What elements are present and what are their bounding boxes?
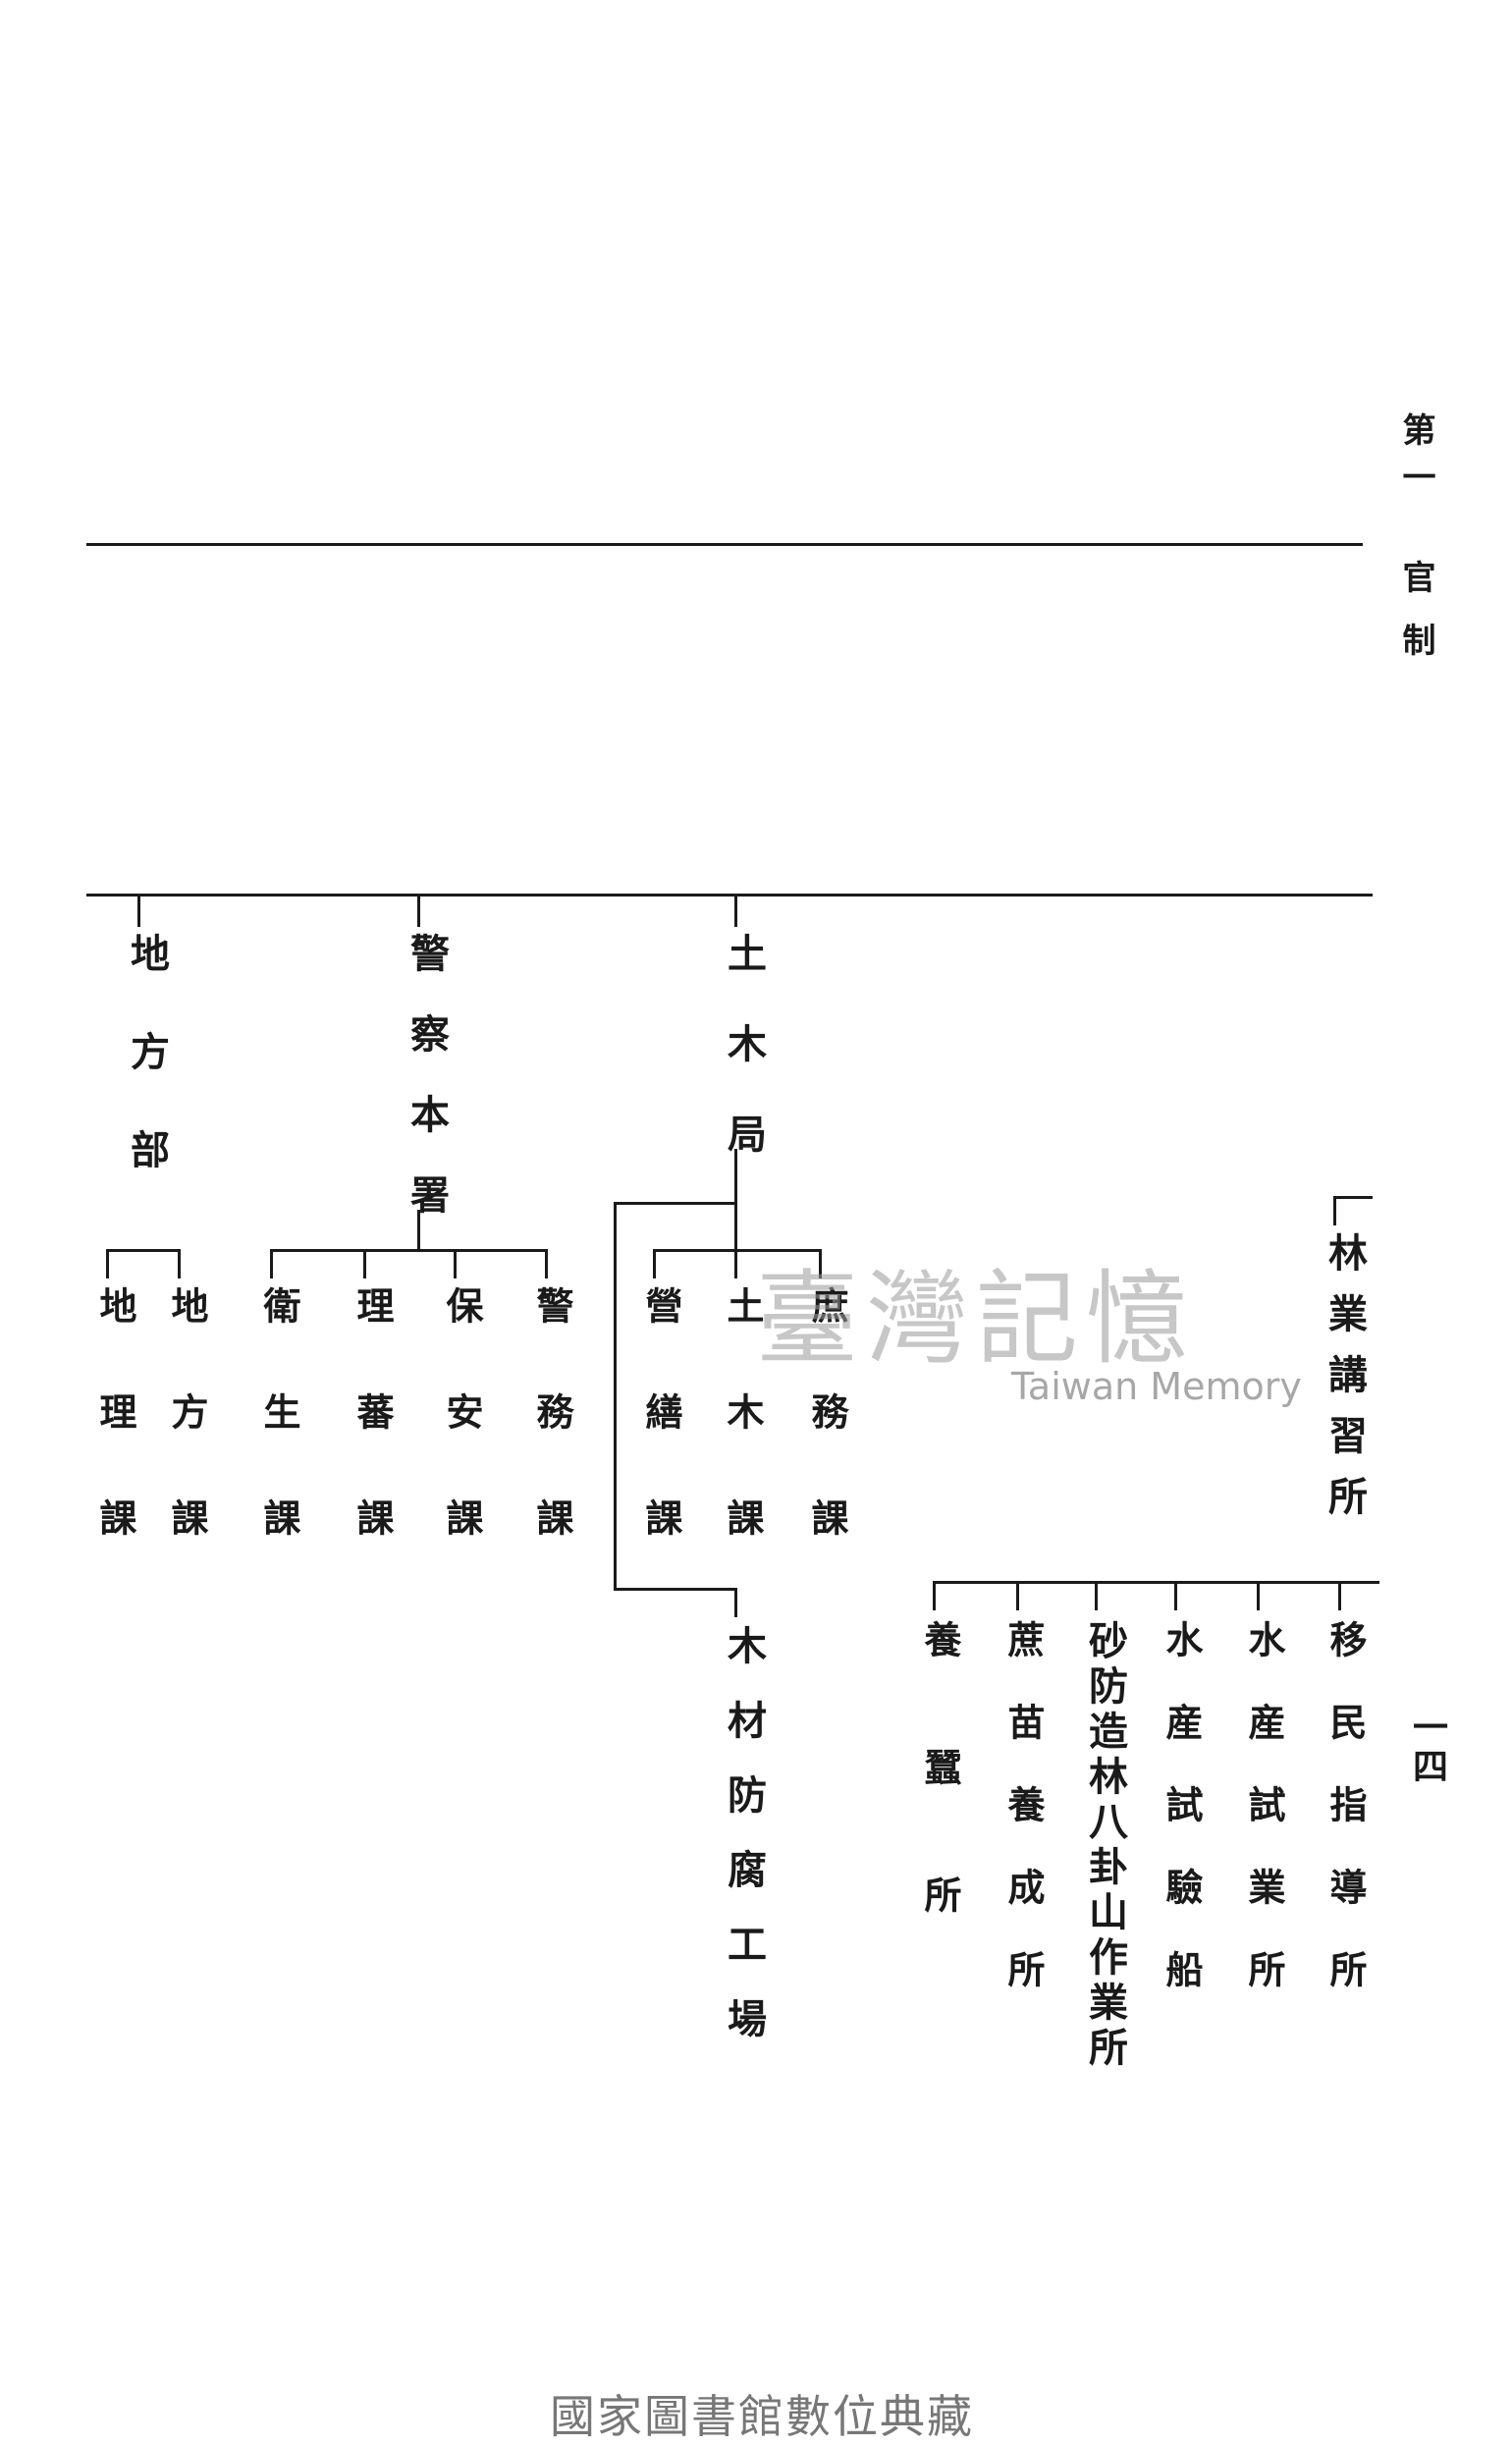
connector bbox=[417, 1210, 420, 1249]
connector bbox=[545, 1249, 548, 1278]
connector bbox=[734, 1149, 737, 1203]
connector bbox=[363, 1249, 366, 1278]
unit-suisan-shikensen: 水産試驗船 bbox=[1160, 1620, 1204, 2033]
unit-mokuzai-kojo: 木材防腐工場 bbox=[721, 1625, 767, 2073]
unit-ringyo-koshujo: 林業講習所 bbox=[1322, 1232, 1368, 1537]
connector bbox=[270, 1249, 273, 1278]
connector bbox=[1016, 1581, 1019, 1610]
unit-suisan-shigyojo: 水産試業所 bbox=[1242, 1620, 1286, 2033]
connector bbox=[819, 1249, 822, 1278]
chapter-title: 官制 bbox=[1396, 560, 1435, 685]
connector bbox=[734, 1204, 737, 1278]
connector bbox=[417, 896, 420, 927]
unit-chiri-ka: 地理課 bbox=[93, 1286, 137, 1604]
connector bbox=[614, 1588, 737, 1591]
unit-hoan-ka: 保安課 bbox=[440, 1286, 484, 1604]
connector bbox=[734, 896, 737, 927]
footer-credit: 國家圖書館數位典藏 bbox=[550, 2390, 974, 2443]
connector bbox=[137, 896, 140, 927]
connector bbox=[178, 1249, 181, 1278]
top-rule bbox=[86, 543, 1363, 546]
unit-eizen-ka: 營繕課 bbox=[639, 1286, 683, 1604]
chapter-label: 第一 bbox=[1396, 412, 1435, 507]
unit-chihou-ka: 地方課 bbox=[165, 1286, 209, 1604]
connector bbox=[653, 1249, 656, 1278]
connector bbox=[734, 1588, 737, 1617]
unit-keisatsu-honsho: 警察本署 bbox=[404, 933, 450, 1255]
unit-doboku-kyoku: 土木局 bbox=[721, 933, 767, 1204]
connector bbox=[933, 1581, 1379, 1584]
connector bbox=[106, 1249, 109, 1278]
unit-keimu-ka: 警務課 bbox=[530, 1286, 574, 1604]
unit-sabo-zorin: 砂防造林八卦山作業所 bbox=[1082, 1620, 1128, 2072]
connector bbox=[933, 1581, 936, 1610]
connector bbox=[1174, 1581, 1177, 1610]
watermark-subtitle: Taiwan Memory bbox=[1011, 1365, 1302, 1408]
unit-yosan-jo: 養蠶所 bbox=[918, 1620, 962, 2003]
connector bbox=[1333, 1196, 1336, 1225]
connector bbox=[614, 1202, 617, 1591]
unit-imin-shidojo: 移民指導所 bbox=[1323, 1620, 1368, 2033]
connector bbox=[614, 1202, 737, 1205]
root-bracket-line bbox=[86, 894, 1373, 897]
connector bbox=[1095, 1581, 1098, 1610]
connector bbox=[1257, 1581, 1260, 1610]
connector bbox=[454, 1249, 457, 1278]
unit-shomu-ka: 庶務課 bbox=[805, 1286, 849, 1604]
connector bbox=[1338, 1581, 1341, 1610]
connector bbox=[653, 1249, 822, 1252]
unit-riban-ka: 理蕃課 bbox=[351, 1286, 395, 1604]
connector bbox=[1333, 1196, 1373, 1199]
unit-doboku-ka: 土木課 bbox=[721, 1286, 765, 1604]
unit-eisei-ka: 衛生課 bbox=[257, 1286, 301, 1604]
unit-chihou-bu: 地方部 bbox=[124, 933, 170, 1227]
unit-shabyo-yoseijo: 蔗苗養成所 bbox=[1001, 1620, 1046, 2033]
connector bbox=[270, 1249, 548, 1252]
page-number: 一四 bbox=[1407, 1709, 1448, 1787]
watermark-logo: 臺灣記憶 bbox=[756, 1259, 1197, 1379]
connector bbox=[106, 1249, 180, 1252]
